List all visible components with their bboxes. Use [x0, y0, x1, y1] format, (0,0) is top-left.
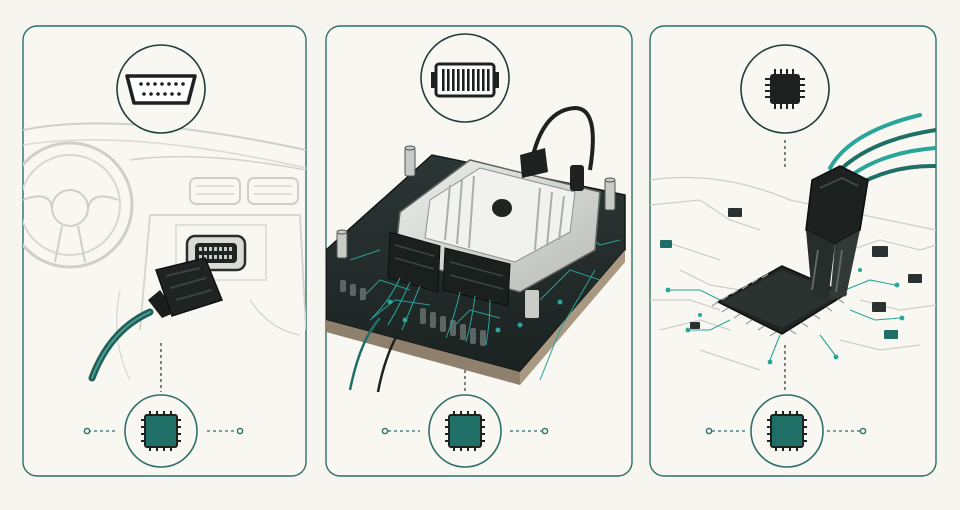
panel-frame: [649, 25, 937, 477]
chip-icon: [83, 394, 244, 468]
panel-frame: [22, 25, 307, 477]
microcontroller-icon: [740, 44, 830, 134]
circuit-scene: [650, 113, 936, 371]
obd-cable: [88, 257, 223, 382]
chip-icon: [381, 394, 549, 468]
probe-clip: [805, 165, 869, 300]
panel-boot-probe: [649, 25, 937, 477]
ecu-connector-icon: [420, 33, 510, 123]
panel-obd-port: [22, 25, 307, 477]
bench-cable: [520, 105, 595, 191]
panel-bench: [325, 25, 633, 477]
ecu-unit: [371, 159, 601, 346]
chip-icon: [705, 394, 867, 468]
obd-connector-icon: [116, 44, 206, 134]
bench-scene: [326, 105, 626, 393]
